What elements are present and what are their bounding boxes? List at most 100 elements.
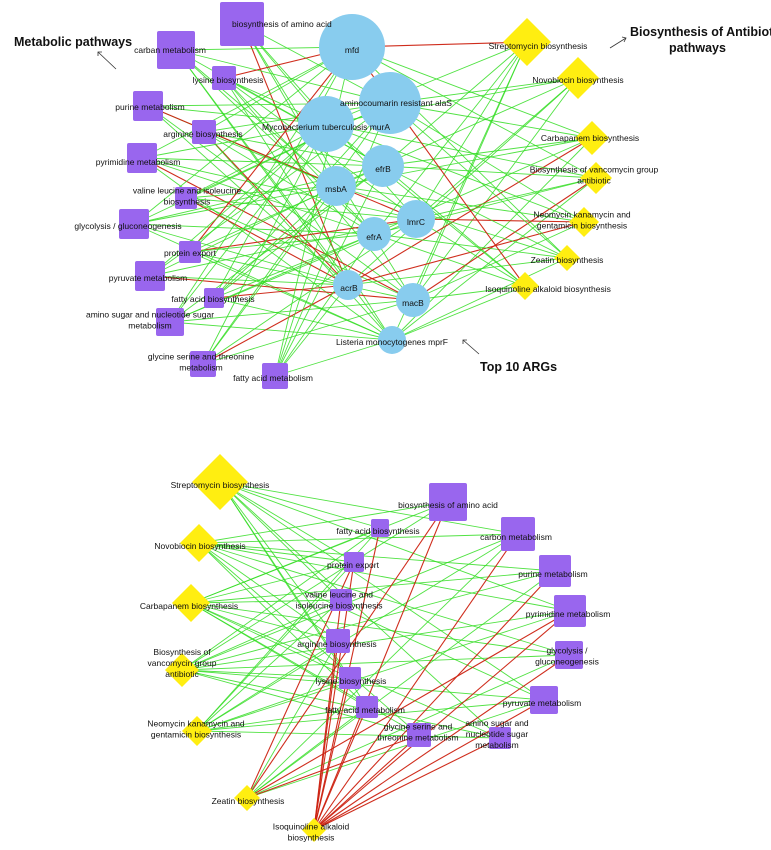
metabolic-pathway-node [135, 261, 165, 291]
node-label: threonine metabolism [377, 733, 458, 743]
network-edge [347, 77, 579, 286]
network-edge [147, 102, 391, 107]
node-label: Isoquinoline alkaloid [273, 822, 350, 832]
antibiotic-pathway-node [302, 818, 326, 842]
node-label: metabolism [475, 740, 518, 750]
node-label: vancomycin group [148, 658, 217, 668]
node-label: glycolysis / gluconeogenesis [74, 221, 181, 231]
node-label: Neomycin kanamycin and [147, 719, 245, 729]
network-edge [313, 501, 449, 831]
node-layer [119, 2, 612, 842]
metabolic-pathway-node [407, 723, 431, 747]
network-edge [219, 481, 571, 612]
antibiotic-pathway-node [180, 524, 218, 562]
network-edge [219, 481, 355, 563]
node-label: fatty acid biosynthesis [336, 526, 419, 536]
node-label: gentamicin biosynthesis [537, 221, 627, 231]
node-label: lysine biosynthesis [316, 676, 387, 686]
network-edge [141, 46, 353, 159]
network-edge [198, 501, 449, 544]
node-label: lmrC [407, 217, 425, 227]
network-edge [185, 197, 417, 220]
network-edge [313, 654, 570, 831]
network-edge [389, 77, 579, 104]
antibiotic-pathway-node [165, 653, 199, 687]
network-edge [213, 233, 375, 299]
network-edge [196, 610, 571, 732]
network-edge [391, 285, 526, 341]
node-label: fatty acid metabolism [325, 705, 405, 715]
metabolic-pathway-node [192, 120, 216, 144]
metabolic-pathway-node [127, 143, 157, 173]
network-edge [274, 185, 337, 377]
network-edge [181, 610, 571, 671]
network-edge [196, 677, 351, 732]
node-label: metabolism [128, 321, 171, 331]
metabolic-pathway-node [555, 641, 583, 669]
arg-node [396, 283, 430, 317]
arg-node [378, 326, 406, 354]
network-edge [147, 105, 327, 125]
metabolic-pathway-node [175, 187, 197, 209]
antibiotic-pathway-node [192, 454, 248, 510]
network-edge [198, 542, 339, 642]
node-label: biosynthesis of amino acid [232, 19, 332, 29]
network-edge [141, 157, 417, 220]
node-label: Carbapanem biosynthesis [140, 601, 238, 611]
network-edge [241, 23, 414, 301]
network-edge [141, 123, 327, 159]
network-edge [351, 46, 593, 139]
network-edge [203, 102, 391, 133]
arg-node [298, 96, 354, 152]
network_bottom-edges [181, 481, 571, 831]
network-edge [219, 481, 339, 642]
node-label: carban metabolism [134, 45, 206, 55]
network-edge [141, 157, 414, 301]
metabolic-pathway-node [133, 91, 163, 121]
network-edge [412, 285, 526, 301]
antibiotic-pathway-node [182, 716, 212, 746]
metabolic-arrow-line [97, 51, 117, 70]
network-edge [382, 165, 597, 179]
network-edge [181, 501, 449, 671]
node-label: nucleotide sugar [466, 729, 529, 739]
node-label: isoleucine biosynthesis [296, 601, 383, 611]
network-edge [246, 734, 420, 799]
metabolic-pathway-node [554, 595, 586, 627]
network-edge [169, 123, 327, 323]
metabolic-pathway-node [371, 519, 389, 537]
node-label: lysine biosynthesis [193, 75, 264, 85]
network-edge [213, 46, 353, 299]
arg-node [333, 270, 363, 300]
network-edge [175, 49, 391, 104]
network-edge [274, 165, 384, 377]
antibiotic-arrow-head [621, 36, 627, 43]
node-label: valine leucine and [305, 590, 373, 600]
metabolic-pathway-node [220, 2, 264, 46]
node-label: macB [402, 298, 424, 308]
network-edge [202, 185, 337, 365]
network-edge [169, 46, 353, 323]
network-edge [147, 105, 349, 286]
node-label: pyrimidine metabolism [526, 609, 611, 619]
network-edge [246, 706, 368, 799]
network-edge [202, 299, 414, 365]
network-edge [373, 233, 568, 259]
network-edge [213, 102, 391, 299]
network-edge [335, 185, 568, 259]
network-edge [325, 41, 528, 125]
network-edge [198, 542, 571, 612]
network-edge [382, 137, 593, 167]
network-edge [213, 185, 337, 299]
network-edge [185, 197, 414, 301]
network-edge [196, 640, 339, 732]
metabolic-arrow-head [97, 51, 102, 56]
antibiotic-pathway-node [575, 121, 609, 155]
arg-node [397, 200, 435, 238]
network-edge [202, 102, 391, 365]
metabolic-pathways-heading: Metabolic pathways [14, 35, 132, 49]
metabolic-pathway-node [330, 589, 352, 611]
node-label: acrB [340, 283, 358, 293]
metabolic-pathway-node [326, 629, 350, 653]
antibiotic-arrow-line [609, 37, 627, 49]
